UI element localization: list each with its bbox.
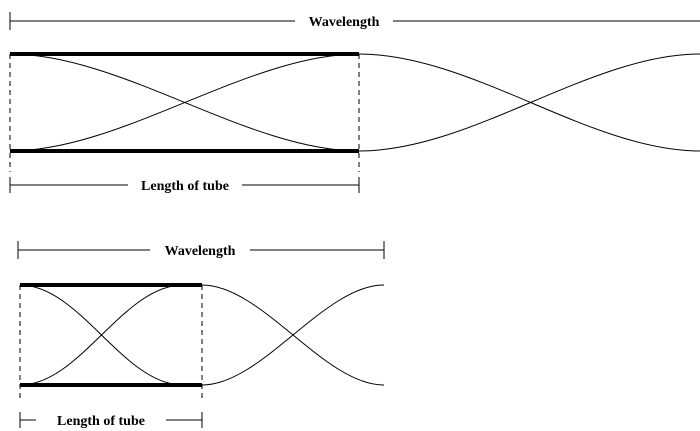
top-tube-length-dimension: Length of tube — [9, 177, 360, 194]
top-wave-curve-ascending — [9, 53, 700, 152]
top-tube-length-label: Length of tube — [141, 179, 229, 194]
top-figure: Wavelength Length of tube — [9, 12, 700, 194]
bottom-tube-length-label: Length of tube — [57, 414, 145, 429]
top-wavelength-dimension: Wavelength — [9, 12, 700, 30]
bottom-wavelength-dimension: Wavelength — [17, 241, 385, 259]
bottom-wavelength-label: Wavelength — [165, 244, 236, 259]
top-wave-curve-descending — [9, 53, 700, 152]
top-wavelength-label: Wavelength — [309, 15, 380, 30]
bottom-wave-curve-ascending — [19, 284, 385, 386]
bottom-figure: Wavelength Length of tube — [17, 241, 385, 429]
bottom-tube-length-dimension: Length of tube — [19, 412, 203, 429]
bottom-wave-curve-descending — [19, 284, 385, 386]
